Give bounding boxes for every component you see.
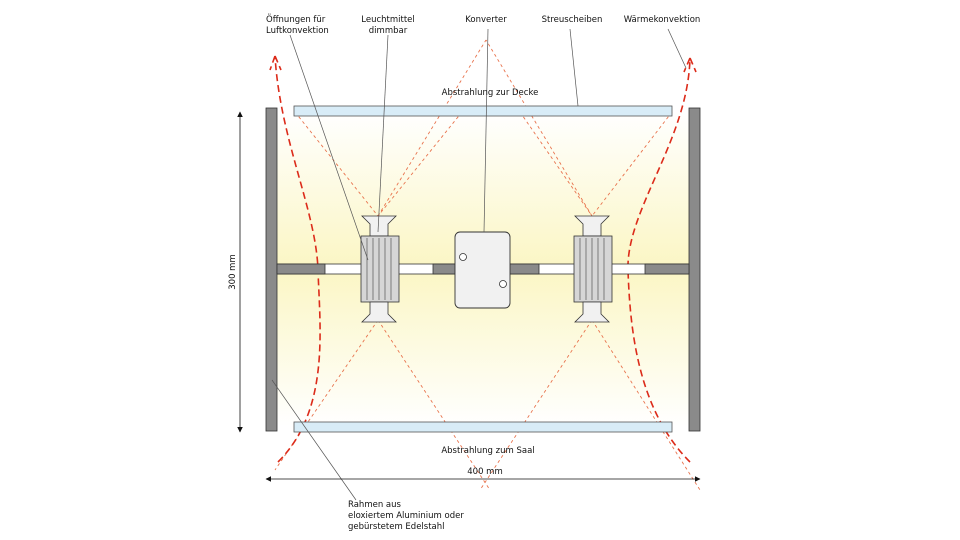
label-radiation-ceiling: Abstrahlung zur Decke <box>442 88 539 98</box>
label-frame-1: Rahmen aus <box>348 500 402 510</box>
label-heat-convection: Wärmekonvektion <box>624 15 701 25</box>
frame-left <box>265 107 278 432</box>
lamp-left <box>360 215 400 323</box>
label-openings-1: Öffnungen für <box>266 14 326 25</box>
label-width-dimension: 400 mm <box>467 467 503 477</box>
converter-box <box>454 231 511 309</box>
label-openings-2: Luftkonvektion <box>266 26 329 36</box>
label-frame-3: gebürstetem Edelstahl <box>348 522 445 532</box>
label-radiation-hall: Abstrahlung zum Saal <box>441 446 534 456</box>
diffuser-bottom <box>293 421 673 433</box>
diffuser-top <box>293 105 673 117</box>
frame-right <box>688 107 701 432</box>
label-height-dimension: 300 mm <box>228 254 238 290</box>
label-diffusers: Streuscheiben <box>542 15 603 25</box>
label-lamp-1: Leuchtmittel <box>361 15 415 25</box>
lamp-right <box>573 215 613 323</box>
label-frame-2: eloxiertem Aluminium oder <box>348 511 464 521</box>
label-converter: Konverter <box>465 15 507 25</box>
label-lamp-2: dimmbar <box>369 26 408 36</box>
